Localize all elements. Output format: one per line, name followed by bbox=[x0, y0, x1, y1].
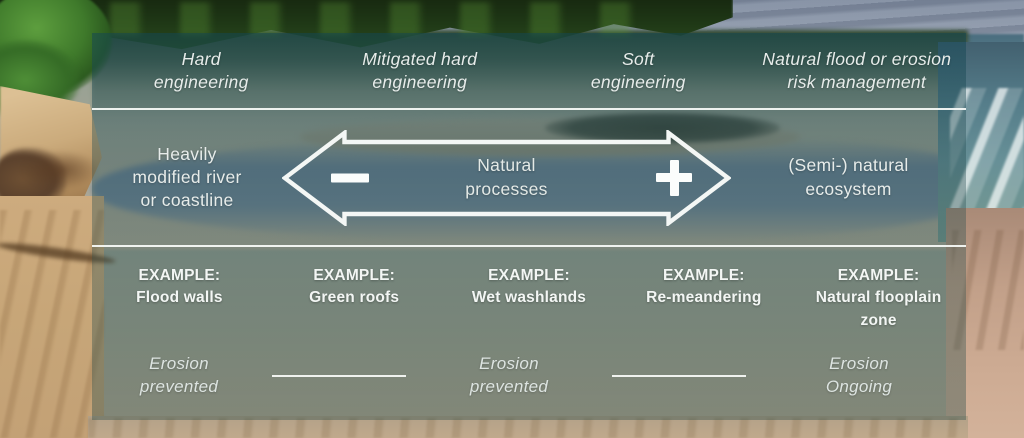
example-flood-walls: EXAMPLE: Flood walls bbox=[92, 265, 267, 310]
spectrum-line-right bbox=[612, 374, 746, 377]
spectrum-line-left bbox=[272, 374, 406, 377]
erosion-row: Erosion prevented Erosion prevented Eros… bbox=[92, 345, 966, 420]
erosion-outcome-center: Erosion prevented bbox=[469, 354, 549, 396]
approach-soft-engineering: Soft engineering bbox=[590, 49, 686, 92]
example-name: Flood walls bbox=[136, 289, 223, 307]
rippled-sand-left bbox=[0, 196, 104, 438]
spectrum-row: Heavily modified river or coastline Natu… bbox=[92, 110, 966, 247]
bottom-sand-strip bbox=[88, 416, 968, 438]
example-heading: EXAMPLE: bbox=[313, 267, 396, 284]
example-name: Re-meandering bbox=[646, 289, 762, 307]
example-re-meandering: EXAMPLE: Re-meandering bbox=[616, 265, 791, 310]
treeline-highlights bbox=[40, 2, 660, 36]
spectrum-center-label: Natural processes bbox=[465, 154, 548, 199]
example-name: Green roofs bbox=[309, 289, 400, 307]
approach-hard-engineering: Hard engineering bbox=[153, 49, 249, 92]
spectrum-right-label: (Semi-) natural ecosystem bbox=[788, 155, 909, 199]
approach-mitigated-hard: Mitigated hard engineering bbox=[362, 49, 478, 92]
bank-shadow bbox=[20, 150, 100, 190]
example-heading: EXAMPLE: bbox=[488, 267, 570, 284]
bottom-sand-texture bbox=[88, 418, 968, 438]
approach-natural-risk-mgmt: Natural flood or erosion risk management bbox=[762, 49, 952, 92]
example-heading: EXAMPLE: bbox=[662, 267, 745, 284]
double-arrow-icon bbox=[282, 129, 731, 226]
spectrum-arrow-zone: Natural processes bbox=[282, 110, 731, 245]
diagram-panel: Hard engineering Mitigated hard engineer… bbox=[92, 33, 966, 420]
erosion-outcome-left: Erosion prevented bbox=[139, 354, 219, 396]
example-wet-washlands: EXAMPLE: Wet washlands bbox=[442, 265, 617, 310]
example-natural-flooplain-zone: EXAMPLE: Natural flooplain zone bbox=[791, 265, 966, 332]
example-name: Wet washlands bbox=[471, 289, 587, 307]
example-name: Natural flooplain zone bbox=[815, 289, 942, 329]
example-heading: EXAMPLE: bbox=[138, 267, 221, 284]
erosion-outcome-right: Erosion Ongoing bbox=[825, 354, 893, 396]
examples-row: EXAMPLE: Flood walls EXAMPLE: Green roof… bbox=[92, 247, 966, 345]
plus-icon bbox=[656, 159, 692, 196]
example-heading: EXAMPLE: bbox=[837, 267, 920, 284]
example-green-roofs: EXAMPLE: Green roofs bbox=[267, 265, 442, 310]
approach-row: Hard engineering Mitigated hard engineer… bbox=[92, 33, 966, 110]
spectrum-left-label: Heavily modified river or coastline bbox=[132, 143, 242, 211]
minus-icon bbox=[331, 173, 369, 182]
